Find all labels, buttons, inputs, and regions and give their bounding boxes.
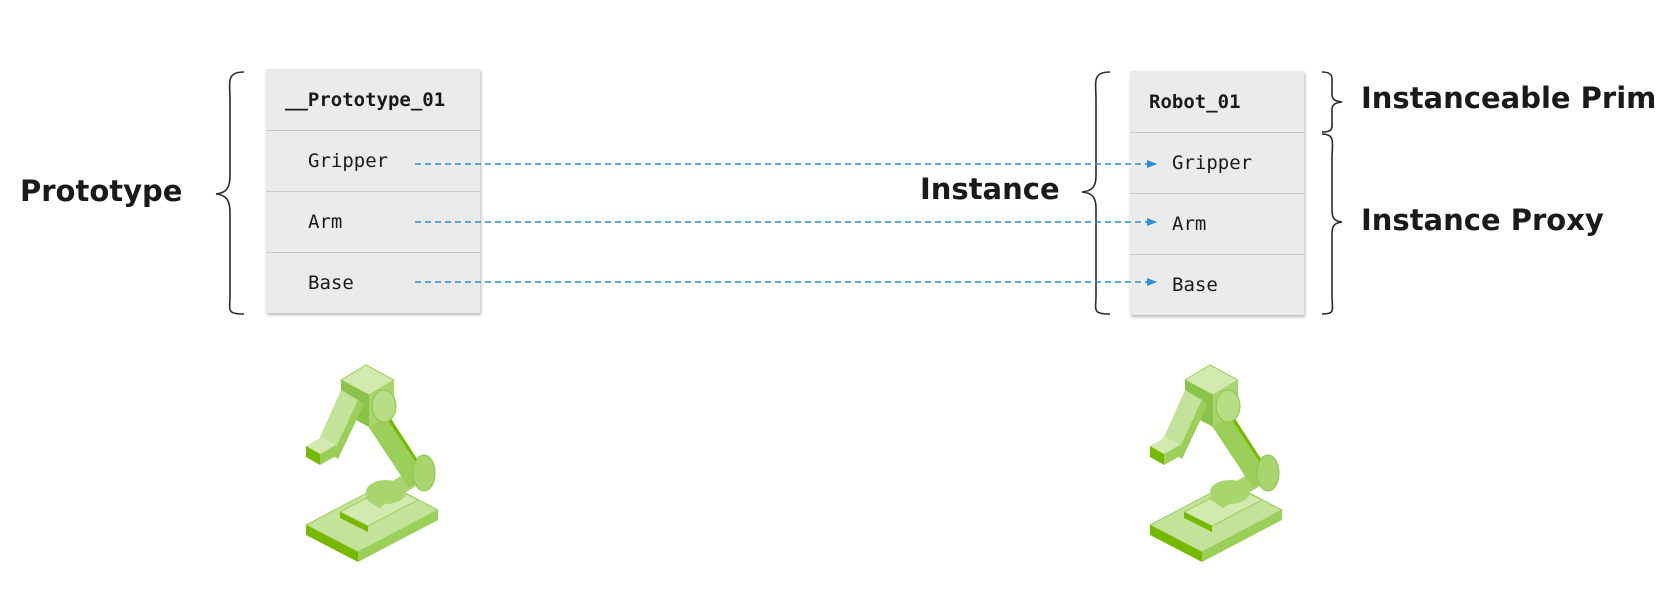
instanceable-prim-brace [1321, 71, 1343, 133]
prototype-brace [215, 71, 245, 315]
instance-header[interactable]: Robot_01 [1149, 90, 1241, 113]
instanceable-prim-label: Instanceable Prim [1361, 81, 1657, 115]
prototype-header[interactable]: __Prototype_01 [285, 88, 446, 111]
prototype-item-gripper[interactable]: Gripper [266, 130, 480, 191]
instance-stack: Robot_01 Gripper Arm Base [1130, 71, 1304, 315]
instance-brace [1081, 71, 1111, 315]
prototype-label: Prototype [20, 174, 183, 208]
prototype-stack: __Prototype_01 Gripper Arm Base [266, 69, 480, 313]
instance-proxy-brace [1321, 133, 1343, 315]
instance-robot-icon [1149, 364, 1283, 563]
prototype-item-base[interactable]: Base [266, 252, 480, 313]
instance-item-base[interactable]: Base [1130, 254, 1304, 315]
prototype-robot-icon [305, 364, 439, 563]
instance-item-arm[interactable]: Arm [1130, 193, 1304, 254]
prototype-item-arm[interactable]: Arm [266, 191, 480, 252]
instance-label: Instance [920, 172, 1060, 206]
instance-proxy-label: Instance Proxy [1361, 203, 1604, 237]
instance-item-gripper[interactable]: Gripper [1130, 132, 1304, 193]
